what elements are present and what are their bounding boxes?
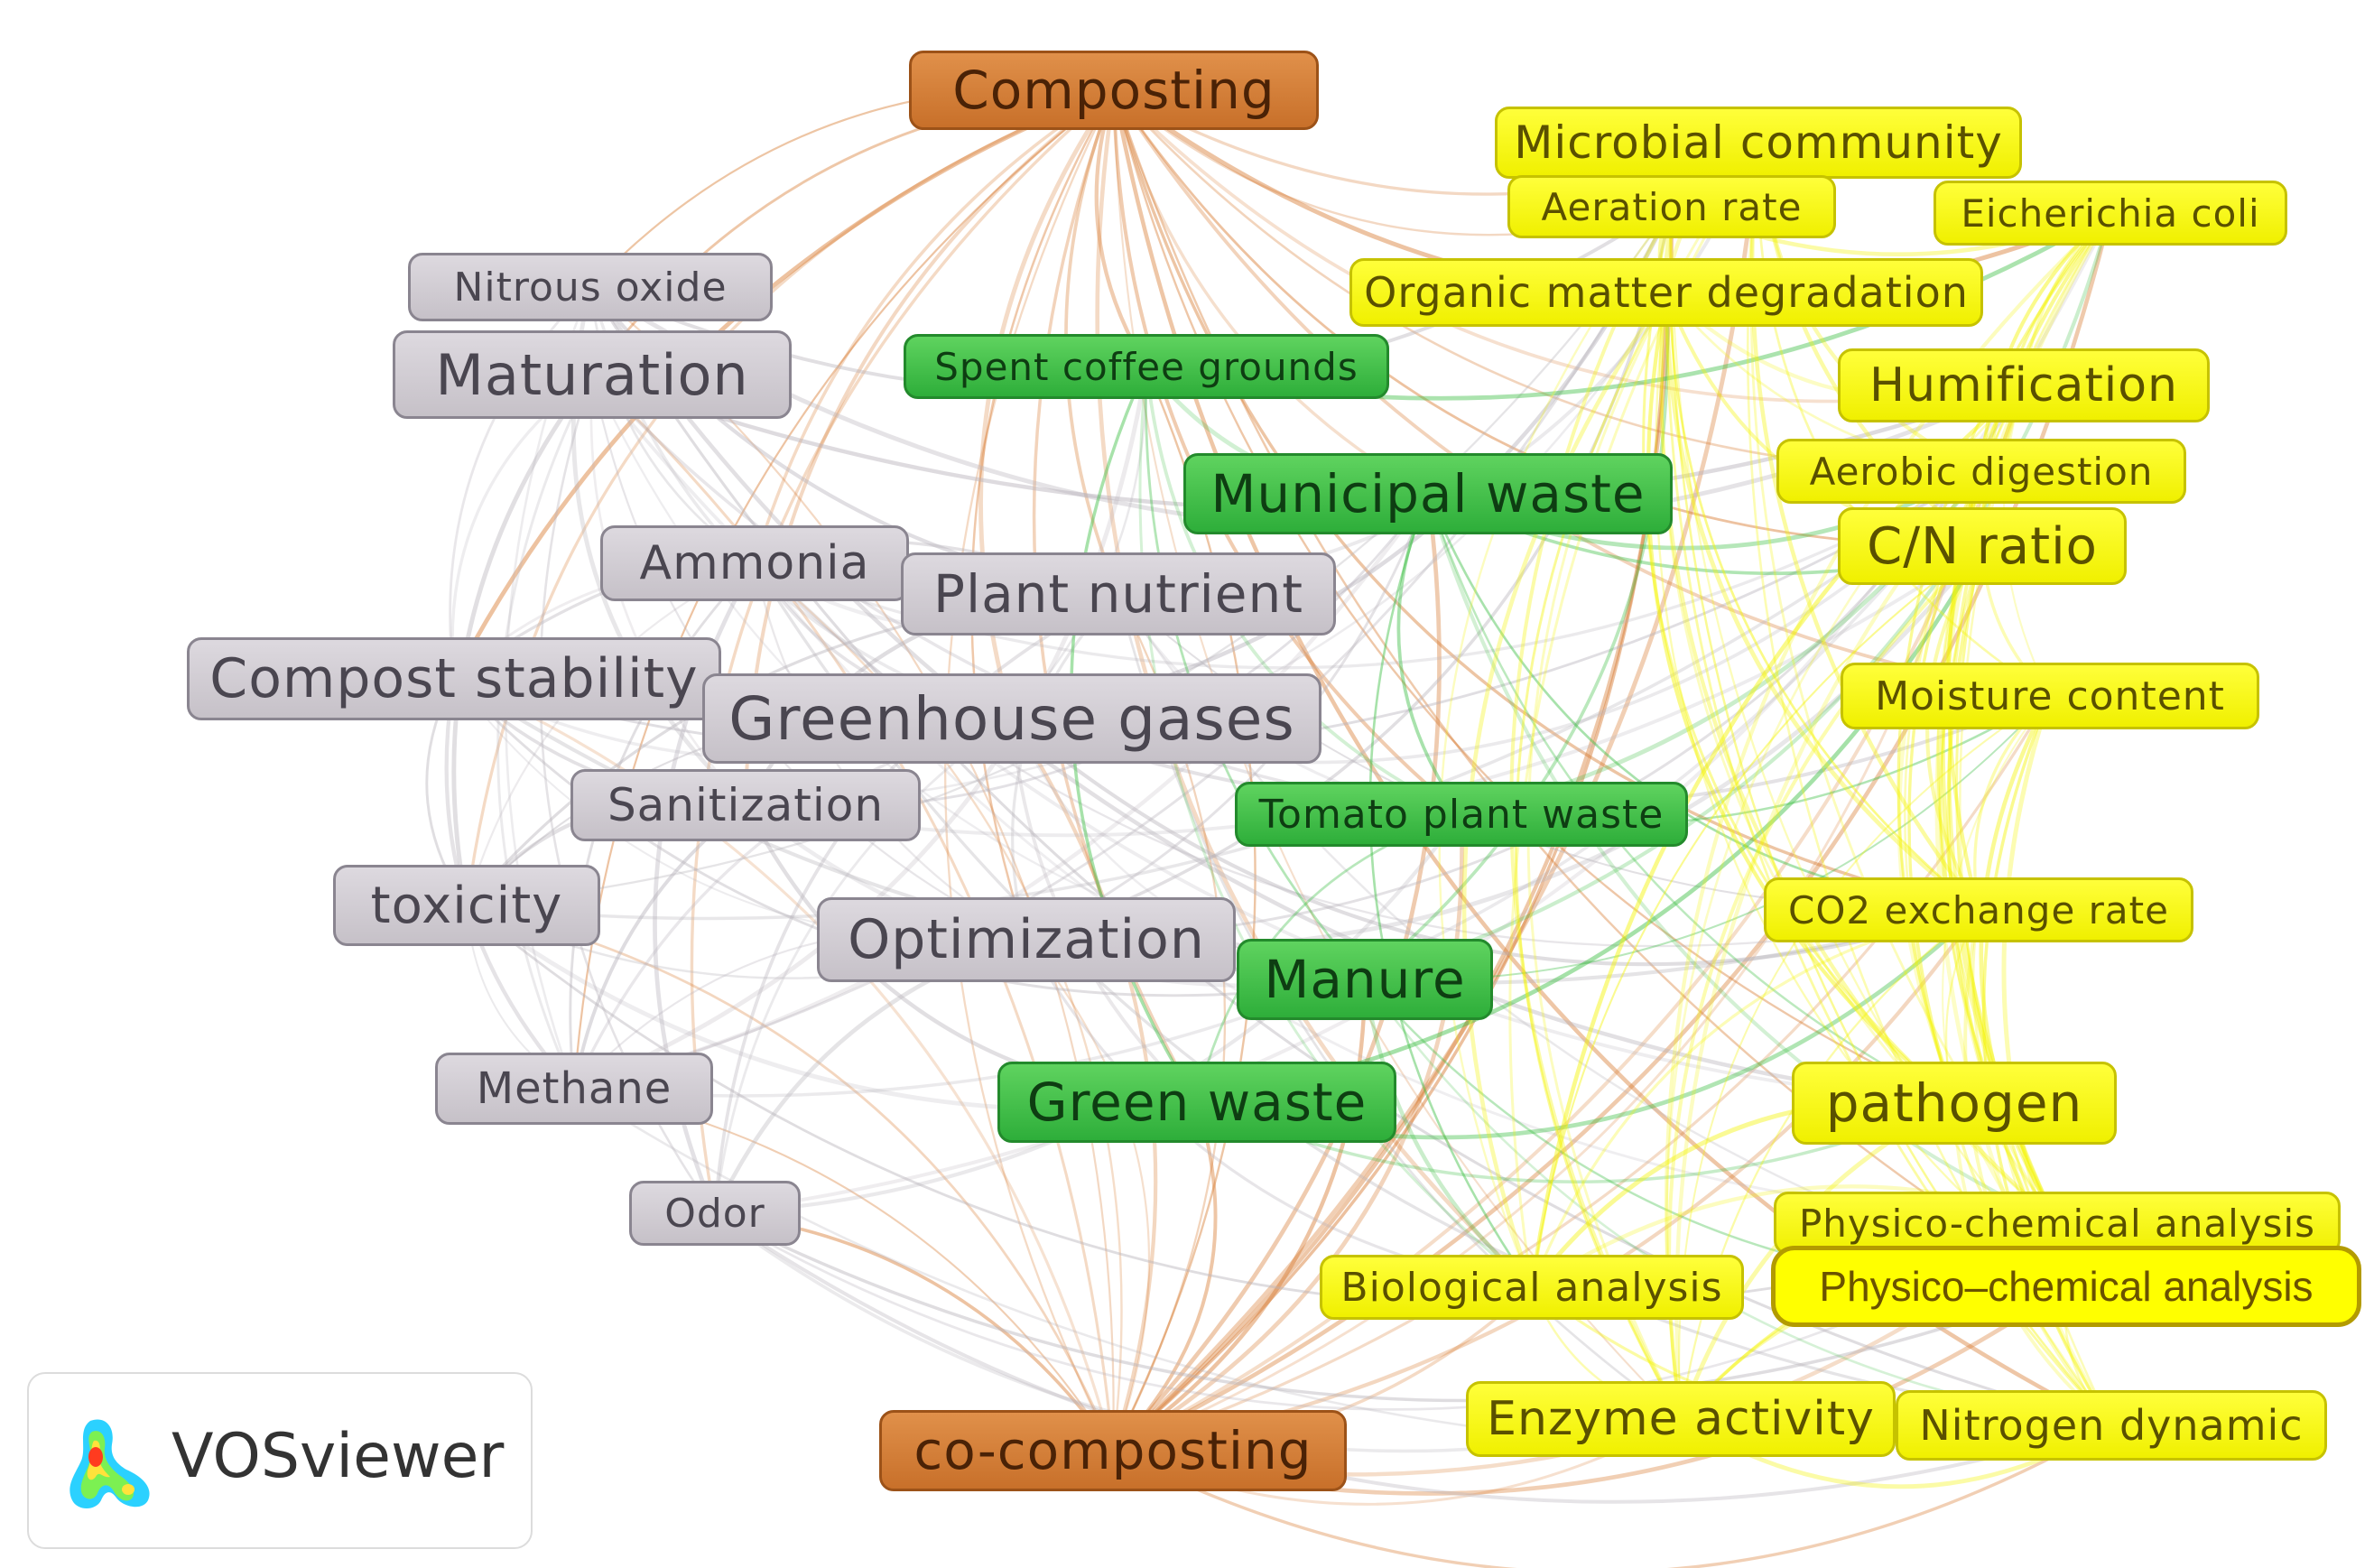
network-link <box>588 284 1957 1106</box>
network-link <box>451 372 595 908</box>
node-physico-chemical-analysis-highlight[interactable]: Physico–chemical analysis <box>1771 1246 2361 1327</box>
vosviewer-logo: VOSviewer <box>27 1372 533 1549</box>
network-link <box>1112 88 1984 548</box>
network-link <box>572 205 1674 1090</box>
network-link <box>1112 88 1956 1105</box>
node-co2-exchange-rate[interactable]: CO2 exchange rate <box>1764 877 2193 942</box>
node-plant-nutrient[interactable]: Plant nutrient <box>901 552 1336 636</box>
node-municipal-waste[interactable]: Municipal waste <box>1183 453 1673 534</box>
network-link <box>572 1087 1115 1452</box>
node-composting[interactable]: Composting <box>909 51 1319 130</box>
network-link <box>1963 908 2113 1427</box>
network-link <box>1363 291 1670 981</box>
node-physico-chemical-analysis[interactable]: Physico-chemical analysis <box>1774 1192 2341 1255</box>
network-link <box>1111 1424 2113 1568</box>
network-link <box>713 1211 2068 1403</box>
node-spent-coffee-grounds[interactable]: Spent coffee grounds <box>904 334 1389 399</box>
network-link <box>1646 290 1957 1106</box>
network-link <box>1362 977 1535 1290</box>
node-compost-stability[interactable]: Compost stability <box>187 637 721 720</box>
network-link <box>944 88 1116 1452</box>
network-link <box>1679 908 1980 1421</box>
network-link <box>1425 491 2060 1226</box>
network-link <box>1426 492 1956 1105</box>
network-link <box>1138 365 1534 1289</box>
network-link <box>1979 693 2060 1226</box>
network-link <box>1110 204 1674 1453</box>
network-link <box>1438 205 1674 1289</box>
network-link <box>1110 812 1464 1453</box>
node-methane[interactable]: Methane <box>435 1053 713 1125</box>
node-microbial-community[interactable]: Microbial community <box>1495 107 2022 179</box>
node-optimization[interactable]: Optimization <box>817 897 1236 982</box>
network-link <box>1461 290 1669 1290</box>
network-link <box>465 904 1115 1452</box>
node-manure[interactable]: Manure <box>1237 939 1493 1020</box>
network-link <box>1112 88 2068 1288</box>
network-link <box>1668 205 1980 912</box>
network-link <box>753 88 1116 565</box>
network-link <box>970 88 1116 942</box>
node-co-composting[interactable]: co-composting <box>879 1410 1347 1491</box>
node-odor[interactable]: Odor <box>629 1181 801 1246</box>
network-link <box>571 364 1149 1091</box>
node-green-waste[interactable]: Green waste <box>997 1062 1396 1143</box>
network-link <box>452 677 1115 1452</box>
network-link <box>1111 694 2052 1452</box>
network-link <box>713 717 1014 1215</box>
network-link <box>1025 938 1151 1452</box>
node-eicherichia-coli[interactable]: Eicherichia coli <box>1934 181 2287 246</box>
network-link <box>589 285 1115 1452</box>
node-nitrous-oxide[interactable]: Nitrous oxide <box>408 253 773 321</box>
network-link <box>1664 290 1981 913</box>
node-enzyme-activity[interactable]: Enzyme activity <box>1466 1381 1896 1457</box>
network-link <box>496 373 594 1090</box>
node-humification[interactable]: Humification <box>1838 348 2210 422</box>
network-link <box>1025 205 1674 942</box>
network-link <box>1368 492 1534 1289</box>
network-link <box>451 88 1117 682</box>
node-maturation[interactable]: Maturation <box>393 330 792 419</box>
node-organic-matter-degradation[interactable]: Organic matter degradation <box>1349 258 1983 327</box>
node-aeration-rate[interactable]: Aeration rate <box>1507 175 1836 238</box>
network-link <box>1112 88 1980 912</box>
node-aerobic-digestion[interactable]: Aerobic digestion <box>1776 439 2186 504</box>
node-moisture-content[interactable]: Moisture content <box>1841 663 2259 729</box>
network-link <box>713 1211 2113 1504</box>
network-link <box>1111 384 2026 1452</box>
network-link <box>1110 140 1761 1453</box>
network-link <box>713 592 1120 1215</box>
node-greenhouse-gases[interactable]: Greenhouse gases <box>702 673 1321 764</box>
network-link <box>1112 88 1430 496</box>
network-link <box>1896 211 2112 1105</box>
network-link <box>1396 492 1463 816</box>
node-toxicity[interactable]: toxicity <box>333 865 600 946</box>
node-biological-analysis[interactable]: Biological analysis <box>1320 1255 1744 1320</box>
network-link <box>1010 365 1148 720</box>
network-link <box>1642 205 1956 1105</box>
network-link <box>1530 544 1984 1289</box>
node-ammonia[interactable]: Ammonia <box>600 525 909 601</box>
vosviewer-logo-icon <box>70 1419 150 1508</box>
network-link <box>1111 1100 1218 1452</box>
node-pathogen[interactable]: pathogen <box>1792 1062 2117 1145</box>
node-sanitization[interactable]: Sanitization <box>570 769 921 841</box>
node-nitrogen-dynamic[interactable]: Nitrogen dynamic <box>1896 1390 2327 1461</box>
network-link <box>590 373 1115 1452</box>
network-link <box>1526 141 1760 1421</box>
node-tomato-plant-waste[interactable]: Tomato plant waste <box>1235 782 1688 847</box>
node-cn-ratio[interactable]: C/N ratio <box>1838 507 2127 585</box>
network-link <box>1670 205 2068 1288</box>
vosviewer-logo-text: VOSviewer <box>172 1421 505 1492</box>
